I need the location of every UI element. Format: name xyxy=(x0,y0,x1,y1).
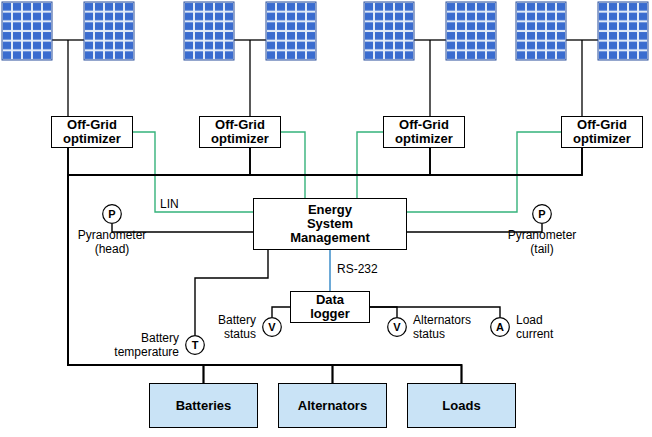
sensor-circle: PPyranometer (tail) xyxy=(532,204,552,224)
equipment-box: Batteries xyxy=(149,383,258,428)
box-label: Loads xyxy=(442,399,480,413)
wire xyxy=(68,148,333,383)
equipment-box: Alternators xyxy=(278,383,387,428)
wire xyxy=(68,148,462,383)
sensor-letter: P xyxy=(538,208,545,220)
sensor-circle: ALoad current xyxy=(490,317,510,337)
box-label: Energy System Management xyxy=(286,203,374,245)
sensor-circle: TBattery temperature xyxy=(185,335,205,355)
wire xyxy=(370,307,397,317)
process-box: Data logger xyxy=(290,291,370,323)
wire xyxy=(68,148,430,383)
box-label: Data logger xyxy=(305,293,355,321)
box-label: Alternators xyxy=(298,399,367,413)
wire xyxy=(68,148,462,383)
sensor-circle: PPyranometer (head) xyxy=(102,204,122,224)
box-label: Batteries xyxy=(176,399,232,413)
process-box: Off-Grid optimizer xyxy=(383,116,465,148)
box-label: Off-Grid optimizer xyxy=(56,118,128,146)
lin-link xyxy=(357,132,383,198)
wire xyxy=(68,148,582,383)
sensor-letter: V xyxy=(393,321,400,333)
process-box: Off-Grid optimizer xyxy=(199,116,281,148)
sensor-label: Pyranometer (tail) xyxy=(502,228,582,256)
wire xyxy=(68,148,430,383)
sensor-label: Alternators status xyxy=(413,313,483,341)
box-label: Off-Grid optimizer xyxy=(388,118,460,146)
box-label: Off-Grid optimizer xyxy=(566,118,638,146)
wire xyxy=(68,148,204,383)
process-box: Off-Grid optimizer xyxy=(561,116,643,148)
link-label: RS-232 xyxy=(335,262,380,276)
sensor-letter: P xyxy=(108,208,115,220)
sensor-label: Battery temperature xyxy=(107,331,179,359)
serial-link xyxy=(329,250,330,291)
sensor-label: Load current xyxy=(516,313,564,341)
box-label: Off-Grid optimizer xyxy=(204,118,276,146)
sensor-circle: VBattery status xyxy=(262,317,282,337)
sensor-label: Battery status xyxy=(206,313,256,341)
equipment-box: Loads xyxy=(407,383,516,428)
wire xyxy=(68,148,250,383)
process-box: Energy System Management xyxy=(253,198,407,250)
sensor-label: Pyranometer (head) xyxy=(72,228,152,256)
sensor-letter: A xyxy=(496,321,504,333)
lin-link xyxy=(281,132,305,198)
sensor-circle: VAlternators status xyxy=(387,317,407,337)
solar-panels xyxy=(2,2,648,60)
wire xyxy=(68,148,582,383)
wire xyxy=(272,307,290,317)
sensor-letter: V xyxy=(268,321,275,333)
process-box: Off-Grid optimizer xyxy=(51,116,133,148)
link-label: LIN xyxy=(158,197,181,211)
sensor-letter: T xyxy=(192,339,199,351)
wire xyxy=(68,148,582,383)
wire xyxy=(68,148,333,383)
wire xyxy=(68,148,462,383)
